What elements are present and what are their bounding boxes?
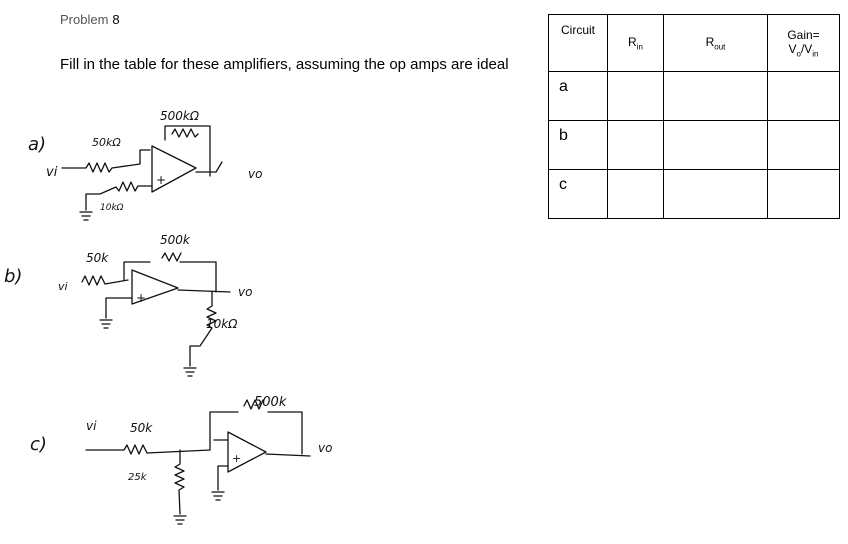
circuit-b-vin: vi [58,280,68,293]
circuit-b-input-resistor [81,275,129,286]
cell-b-gain[interactable] [767,120,840,170]
header-circuit: Circuit [548,14,608,72]
circuit-a: a) vi 50kΩ 500kΩ 10kΩ vo + [28,109,262,221]
circuit-c-node-wire [209,411,303,455]
table-row-a: a [548,71,840,121]
circuit-a-plus-resistor [85,181,153,211]
circuit-b-vout: vo [238,285,252,299]
cell-c-rin[interactable] [607,169,664,219]
circuit-a-output-wire [195,161,223,173]
circuit-b-plus-ground [99,297,133,329]
row-label-c: c [548,169,608,219]
header-gain: Gain= Vo/Vin [767,14,840,72]
problem-number: 8 [112,12,120,27]
circuit-a-vin: vi [46,165,58,180]
circuit-a-feedback-resistor [171,128,199,138]
circuit-c-plus: + [232,452,241,465]
circuit-a-plus: + [156,173,166,187]
circuit-c-plus-ground [211,465,229,501]
header-rin-sub: in [636,42,643,52]
cell-b-rin[interactable] [607,120,664,170]
header-gain-slash: /V [800,41,813,56]
circuit-b-plus: + [136,291,146,305]
circuit-a-input-resistor [61,162,141,173]
circuit-b-rload-label: 10kΩ [206,317,238,331]
table-row-c: c [548,169,840,219]
circuit-a-rin-label: 50kΩ [92,136,121,149]
circuit-b-feedback-wire [123,261,217,293]
header-gain-sub-o: o [796,49,801,59]
header-gain-line2: Vo/Vin [768,42,839,58]
row-label-a: a [548,71,608,121]
circuit-c-feedback-resistor [243,399,264,410]
circuit-a-rf-label: 500kΩ [160,109,200,123]
header-rout-sub: out [714,42,726,52]
header-rin-main: R [628,34,637,49]
results-table: Circuit Rin Rout Gain= Vo/Vin a b c [548,14,840,219]
header-rout: Rout [663,14,768,72]
header-gain-sub-in: in [812,49,819,59]
circuit-a-ground [79,211,93,221]
cell-c-gain[interactable] [767,169,840,219]
header-rout-main: R [705,34,715,49]
instruction-text: Fill in the table for these amplifiers, … [60,56,509,73]
table-row-b: b [548,120,840,170]
circuit-c-rin-label: 50k [130,421,153,435]
circuit-c-label: c) [30,434,47,455]
circuit-c-shunt-ground [173,515,187,525]
header-rin: Rin [607,14,664,72]
circuit-c-vout: vo [318,441,332,455]
circuit-c: c) vi 50k 25k 500k vo + [30,395,332,525]
header-gain-line1: Gain= [787,27,820,42]
circuit-b-feedback-resistor [161,252,182,262]
row-label-b: b [548,120,608,170]
circuit-b-load-resistor [189,291,217,367]
cell-a-gain[interactable] [767,71,840,121]
problem-label: Problem [60,12,109,27]
circuit-b-load-ground [183,367,197,377]
circuit-b: b) vi 50k 500k 10kΩ vo + [4,233,252,377]
circuit-a-label: a) [28,134,46,155]
cell-c-rout[interactable] [663,169,768,219]
circuit-c-opamp [227,431,267,473]
circuit-a-feedback-wire [139,125,211,177]
circuit-c-output-wire [265,453,311,457]
circuit-a-vout: vo [248,167,262,181]
circuit-b-rin-label: 50k [86,251,109,265]
circuit-b-output-wire [177,289,231,293]
cell-a-rin[interactable] [607,71,664,121]
circuit-a-opamp [151,145,197,193]
circuit-b-label: b) [4,266,22,287]
circuit-c-rf-label: 500k [254,395,287,410]
circuit-b-opamp [131,269,179,305]
circuit-a-rplus-label: 10kΩ [100,203,124,213]
header-gain-v: V [788,41,797,56]
circuit-c-shunt-resistor [174,449,185,515]
circuit-c-vin: vi [86,419,97,433]
cell-b-rout[interactable] [663,120,768,170]
circuit-b-rf-label: 500k [160,233,191,247]
circuit-c-input-resistor [85,444,211,455]
table-header-row: Circuit Rin Rout Gain= Vo/Vin [548,14,840,72]
circuit-c-rshunt-label: 25k [128,472,148,483]
cell-a-rout[interactable] [663,71,768,121]
